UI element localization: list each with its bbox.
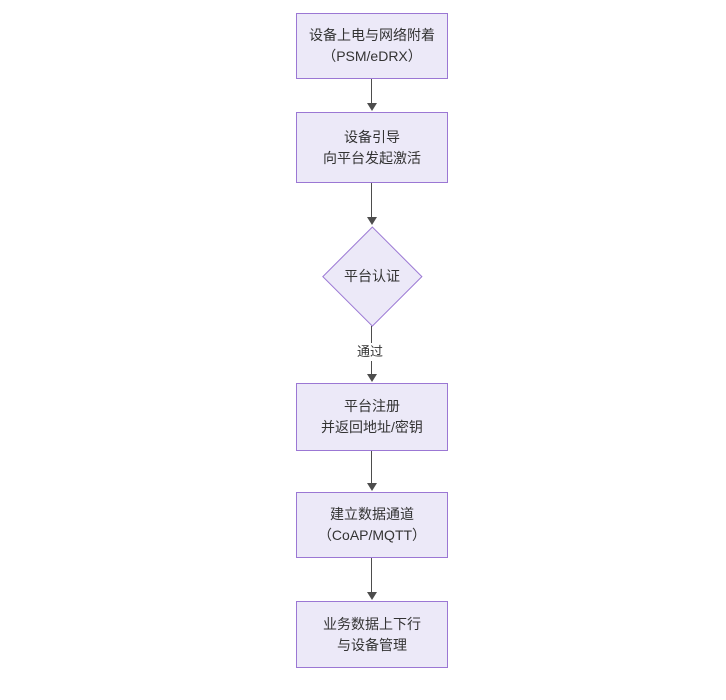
flow-node-device-bootstrap[interactable]: 设备引导 向平台发起激活 [296, 112, 448, 183]
flow-edge-n5-n6-arrowhead [367, 592, 377, 600]
node-text-line-1: 平台认证 [344, 267, 400, 284]
node-text-line-2: 向平台发起激活 [323, 149, 421, 166]
node-text-line-1: 设备引导 [344, 128, 400, 145]
flow-edge-n4-n5-arrowhead [367, 483, 377, 491]
flow-edge-label-pass: 通过 [354, 343, 387, 361]
flow-edge-n4-n5-line [371, 451, 372, 484]
node-text-line-1: 平台注册 [344, 398, 400, 414]
flow-edge-n5-n6-line [371, 558, 372, 593]
flow-node-platform-authentication[interactable]: 平台认证 [321, 225, 422, 326]
node-text-line-1: 建立数据通道 [330, 506, 414, 522]
flow-node-establish-data-channel[interactable]: 建立数据通道 （CoAP/MQTT） [296, 492, 448, 558]
node-text-line-2: （PSM/eDRX） [322, 48, 422, 64]
node-text-line-2: （CoAP/MQTT） [317, 527, 427, 543]
flow-edge-n2-n3-arrowhead [367, 217, 377, 225]
flow-edge-n1-n2-line [371, 79, 372, 104]
node-text-line-1: 设备上电与网络附着 [309, 27, 435, 43]
node-text-line-1: 业务数据上下行 [323, 615, 421, 632]
flow-node-business-data-and-device-management[interactable]: 业务数据上下行 与设备管理 [296, 601, 448, 668]
node-text-line-2: 并返回地址/密钥 [321, 419, 423, 435]
flow-edge-n2-n3-line [371, 183, 372, 218]
node-text-line-2: 与设备管理 [337, 636, 407, 653]
flow-node-device-power-on[interactable]: 设备上电与网络附着 （PSM/eDRX） [296, 13, 448, 79]
flow-edge-n3-n4-arrowhead [367, 374, 377, 382]
flow-edge-n1-n2-arrowhead [367, 103, 377, 111]
flow-node-platform-registration[interactable]: 平台注册 并返回地址/密钥 [296, 383, 448, 451]
